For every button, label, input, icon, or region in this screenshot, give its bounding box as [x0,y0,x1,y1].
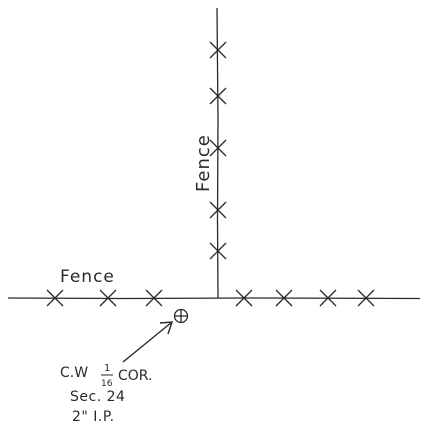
pointer-arrow [122,321,173,363]
fence-x-mark [209,242,227,260]
corner-label-suffix: COR. [118,368,152,384]
fence-x-marks-vertical [209,41,227,260]
fence-x-marks-horizontal [46,289,375,307]
corner-label-fraction-numerator: 1 [104,363,110,374]
fence-x-mark [46,289,64,307]
fence-x-mark [209,87,227,105]
fence-x-mark [209,41,227,59]
fence-x-mark [145,289,163,307]
corner-monument-icon [173,308,189,324]
horizontal-fence-label: Fence [60,267,115,287]
corner-description: C.W 1 16 COR. Sec. 24 2" I.P. [60,363,152,425]
corner-label-section: Sec. 24 [70,389,125,405]
vertical-fence-label: Fence [193,134,214,192]
fence-x-mark [209,139,227,157]
corner-label-prefix: C.W [60,365,88,381]
fence-x-mark [357,289,375,307]
horizontal-fence-line [7,297,421,300]
fence-x-mark [235,289,253,307]
corner-label-pipe: 2" I.P. [72,409,115,425]
fence-x-mark [275,289,293,307]
fence-x-mark [99,289,117,307]
fence-x-mark [319,289,337,307]
fence-x-mark [209,201,227,219]
corner-label-fraction-denominator: 16 [101,379,113,389]
vertical-fence-line [216,7,219,299]
